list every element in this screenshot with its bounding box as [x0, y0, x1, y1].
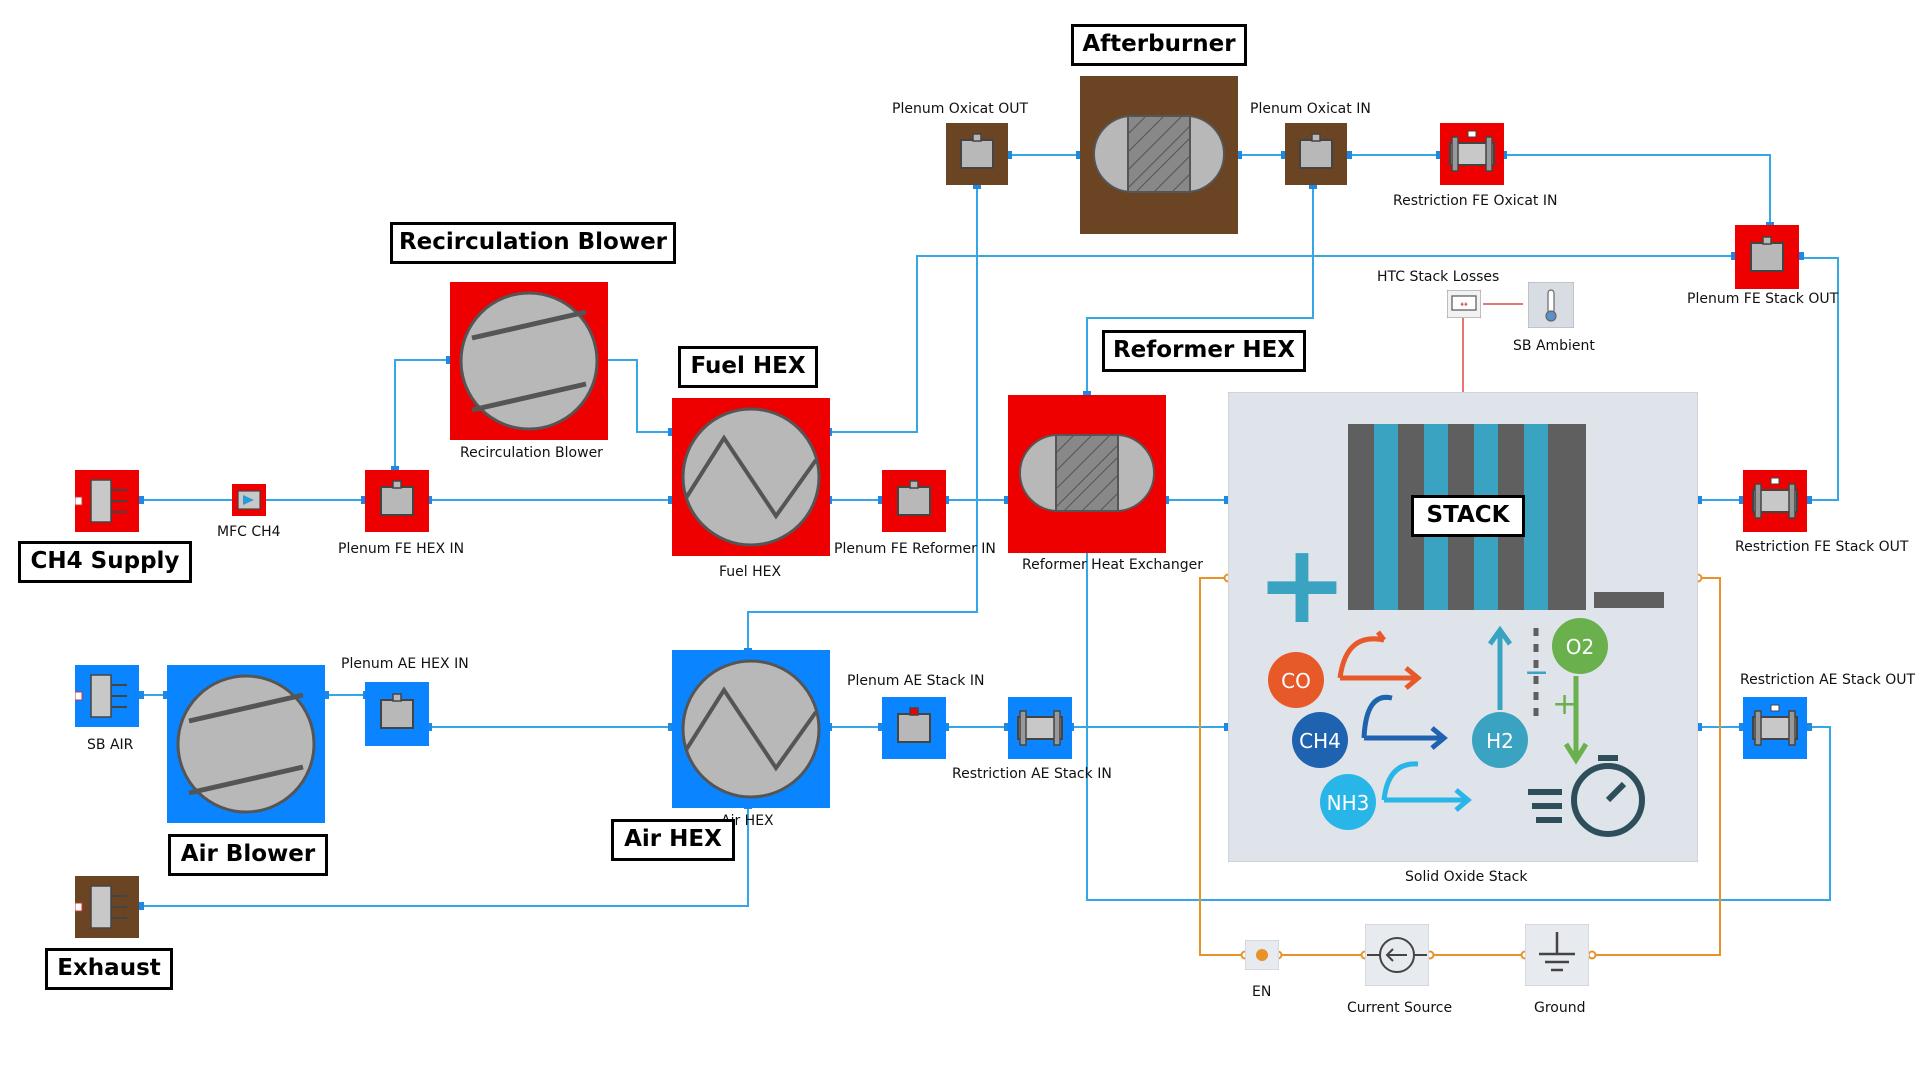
svg-text:CH4: CH4 — [1299, 729, 1341, 753]
restriction-ae-stack-in-block[interactable] — [1008, 697, 1072, 759]
label-fuel-hex: Fuel HEX — [719, 564, 782, 580]
label-sb-ambient: SB Ambient — [1513, 338, 1595, 354]
label-restriction-ae-stack-out: Restriction AE Stack OUT — [1740, 672, 1916, 688]
restriction-fe-oxicat-in-block[interactable] — [1440, 123, 1504, 185]
species-nh3-icon: NH3 — [1320, 774, 1376, 830]
reformer-hex-block[interactable] — [1008, 395, 1166, 553]
species-o2-icon: O2 — [1552, 618, 1608, 674]
label-plenum-ae-hex-in: Plenum AE HEX IN — [341, 656, 469, 672]
label-plenum-oxicat-out: Plenum Oxicat OUT — [892, 101, 1029, 117]
electrical-lines — [1199, 577, 1721, 956]
callout-reformer-hex: Reformer HEX — [1102, 330, 1306, 372]
line-recirc-to-fuelhex — [603, 359, 672, 433]
restriction-ae-stack-out-block[interactable] — [1743, 697, 1807, 759]
plenum-ae-hex-in-block[interactable] — [365, 682, 429, 746]
ground-block[interactable] — [1525, 924, 1589, 986]
line-airhex-to-exhaust — [140, 805, 749, 907]
line-plenum-stackout-to-fuelhex — [828, 255, 1735, 433]
label-restriction-fe-stack-out: Restriction FE Stack OUT — [1735, 539, 1909, 555]
ch4-supply-block[interactable] — [75, 470, 139, 532]
species-ch4-icon: CH4 — [1292, 712, 1348, 768]
callout-exhaust: Exhaust — [45, 948, 173, 990]
mfc-ch4-block[interactable] — [232, 484, 266, 516]
line-stackout-up — [1503, 154, 1771, 225]
afterburner-block[interactable] — [1080, 76, 1238, 234]
label-plenum-oxicat-in: Plenum Oxicat IN — [1250, 101, 1371, 117]
callout-fuel-hex: Fuel HEX — [678, 346, 818, 388]
sb-ambient-block[interactable] — [1528, 282, 1574, 328]
label-mfc-ch4: MFC CH4 — [217, 524, 281, 540]
plenum-fe-reformer-in-block[interactable] — [882, 470, 946, 532]
exhaust-block[interactable] — [75, 876, 139, 938]
callout-stack: STACK — [1411, 495, 1525, 537]
current-source-block[interactable] — [1365, 924, 1429, 986]
label-plenum-fe-hex-in: Plenum FE HEX IN — [338, 541, 465, 557]
label-current-source: Current Source — [1347, 1000, 1453, 1016]
line-oxicat-out-to-airhex — [747, 185, 978, 652]
plenum-fe-stack-out-block[interactable] — [1735, 225, 1799, 289]
stack-cells-icon — [1348, 424, 1664, 610]
label-ground: Ground — [1534, 1000, 1586, 1016]
plenum-oxicat-out-block[interactable] — [946, 123, 1008, 185]
line-ground-to-stack — [1592, 577, 1721, 956]
air-hex-block[interactable] — [672, 650, 830, 808]
svg-text:NH3: NH3 — [1327, 791, 1370, 815]
line-restr-ae-out-loop — [1086, 548, 1831, 901]
sb-air-block[interactable] — [75, 665, 139, 727]
fuel-hex-block[interactable] — [672, 398, 830, 556]
label-restriction-ae-stack-in: Restriction AE Stack IN — [952, 766, 1112, 782]
label-solid-oxide-stack: Solid Oxide Stack — [1405, 869, 1528, 885]
label-htc-stack-losses: HTC Stack Losses — [1377, 269, 1500, 285]
plenum-ae-stack-in-block[interactable] — [882, 697, 946, 759]
solid-oxide-stack-block[interactable]: + CO CH4 NH3 H2 − O2 + — [1228, 392, 1698, 862]
line-stack-neg-to-en — [1199, 577, 1245, 956]
label-plenum-fe-reformer-in: Plenum FE Reformer IN — [834, 541, 996, 557]
svg-text:O2: O2 — [1566, 635, 1594, 659]
line-restr-fe-to-plenum-out — [1800, 257, 1839, 501]
line-plenum-to-recirc — [394, 359, 450, 470]
species-h2-icon: H2 — [1472, 712, 1528, 768]
label-restriction-fe-oxicat-in: Restriction FE Oxicat IN — [1393, 193, 1558, 209]
stack-plus-sign: + — [1256, 520, 1348, 648]
air-blower-block[interactable] — [167, 665, 325, 823]
label-reformer-heat-exchanger: Reformer Heat Exchanger — [1022, 557, 1203, 573]
plenum-fe-hex-in-block[interactable] — [365, 470, 429, 532]
en-block[interactable] — [1245, 940, 1279, 970]
svg-text:↔: ↔ — [1460, 300, 1468, 310]
thermal-lines — [1462, 303, 1523, 392]
species-co-icon: CO — [1268, 652, 1324, 708]
callout-air-hex: Air HEX — [611, 819, 735, 861]
stopwatch-icon — [1528, 755, 1645, 837]
label-recirculation-blower: Recirculation Blower — [460, 445, 603, 461]
recirculation-blower-block[interactable] — [450, 282, 608, 440]
label-plenum-ae-stack-in: Plenum AE Stack IN — [847, 673, 985, 689]
callout-air-blower: Air Blower — [168, 834, 328, 876]
svg-text:CO: CO — [1281, 669, 1311, 693]
gas-lines — [140, 154, 1839, 907]
callout-ch4-supply: CH4 Supply — [18, 541, 192, 583]
label-sb-air: SB AIR — [87, 737, 134, 753]
callout-recirculation-blower: Recirculation Blower — [390, 222, 676, 264]
htc-stack-losses-block[interactable]: ↔ — [1447, 290, 1481, 318]
callout-afterburner: Afterburner — [1071, 24, 1247, 66]
svg-text:+: + — [1552, 687, 1577, 722]
plenum-oxicat-in-block[interactable] — [1285, 123, 1347, 185]
label-en: EN — [1252, 984, 1272, 1000]
svg-text:H2: H2 — [1486, 729, 1514, 753]
restriction-fe-stack-out-block[interactable] — [1743, 470, 1807, 532]
line-reformer-up — [1086, 185, 1314, 395]
label-plenum-fe-stack-out: Plenum FE Stack OUT — [1687, 291, 1839, 307]
